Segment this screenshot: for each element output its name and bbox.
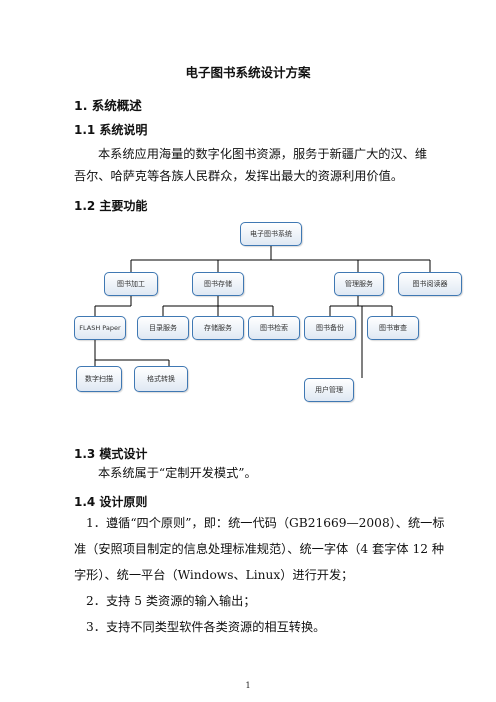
- function-diagram: 电子图书系统 图书加工 图书存储 管理服务 图书阅读器 FLASH Paper …: [74, 210, 474, 410]
- section-heading-principles: 1.4 设计原则: [74, 495, 148, 509]
- document-title: 电子图书系统设计方案: [185, 65, 311, 80]
- description-paragraph: 本系统应用海量的数字化图书资源，服务于新疆广大的汉、维吾尔、哈萨克等各族人民群众…: [74, 147, 428, 183]
- principle-1-line-2: 准（安照项目制定的信息处理标准规范）、统一字体（4 套字体 12 种: [74, 542, 445, 556]
- principle-1-line-1: 1．遵循“四个原则”，即：统一代码（GB21669—2008）、统一标: [86, 516, 445, 530]
- mode-paragraph: 本系统属于“定制开发模式”。: [98, 466, 257, 480]
- diagram-connectors: [94, 246, 431, 378]
- node-reading: 图书阅读器: [398, 272, 462, 296]
- node-search: 图书检索: [248, 316, 300, 340]
- node-review: 图书审查: [367, 316, 419, 340]
- node-user-mgmt: 用户管理: [304, 378, 354, 402]
- section-heading-description: 1.1 系统说明: [74, 123, 148, 137]
- principle-1-line-3: 字形）、统一平台（Windows、Linux）进行开发；: [74, 568, 354, 582]
- node-catalog: 目录服务: [137, 316, 189, 340]
- node-storage-service: 存储服务: [192, 316, 244, 340]
- node-management: 管理服务: [334, 272, 384, 296]
- node-root: 电子图书系统: [240, 222, 302, 246]
- node-backup: 图书备份: [304, 316, 356, 340]
- section-heading-overview: 1. 系统概述: [74, 98, 142, 113]
- principle-3: 3．支持不同类型软件各类资源的相互转换。: [86, 620, 326, 634]
- section-heading-functions: 1.2 主要功能: [74, 199, 148, 213]
- section-heading-mode: 1.3 模式设计: [74, 447, 148, 461]
- node-processing: 图书加工: [104, 272, 158, 296]
- principle-2: 2．支持 5 类资源的输入输出；: [86, 594, 256, 608]
- page-number: 1: [245, 681, 251, 690]
- node-format: 格式转换: [134, 366, 188, 392]
- node-scan: 数字扫描: [76, 366, 122, 392]
- node-flash-paper: FLASH Paper: [74, 316, 126, 340]
- node-storage: 图书存储: [192, 272, 244, 296]
